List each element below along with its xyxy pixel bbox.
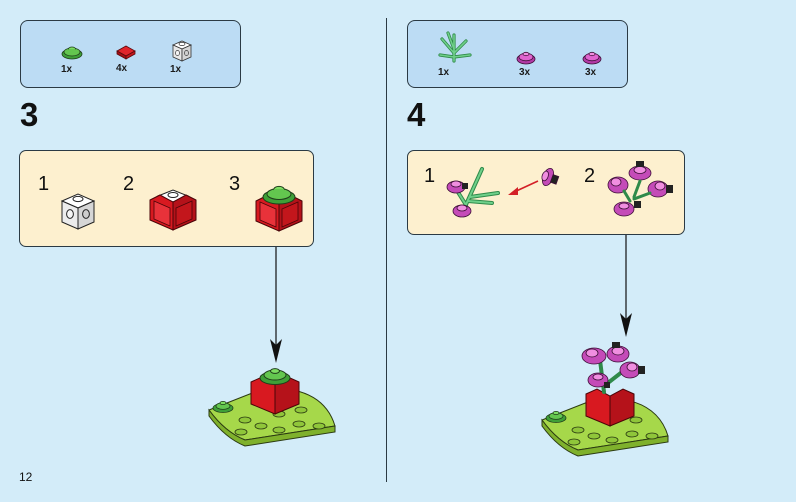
magenta-flower-icon bbox=[582, 51, 602, 65]
flower-stem-assembly-icon bbox=[446, 167, 560, 218]
part-qty: 3x bbox=[519, 67, 531, 78]
page-number: 12 bbox=[19, 470, 33, 484]
red-tile-icon bbox=[116, 45, 136, 60]
magenta-flower-icon bbox=[516, 51, 536, 65]
red-brick-icon bbox=[149, 189, 197, 231]
part-qty: 4x bbox=[116, 63, 128, 74]
step-number: 3 bbox=[20, 96, 39, 133]
step-4-substep-box: 1 2 bbox=[407, 150, 685, 235]
red-brick-with-flower-icon bbox=[255, 185, 303, 232]
step-3-parts-box: 1x 4x 1x bbox=[20, 20, 241, 88]
step-3-substep-box: 1 2 3 bbox=[19, 150, 314, 247]
white-brick-icon bbox=[60, 193, 96, 230]
part-qty: 1x bbox=[61, 64, 73, 75]
substep-number: 3 bbox=[229, 173, 241, 195]
substep-number: 1 bbox=[38, 173, 50, 195]
step-4-model-icon bbox=[541, 342, 669, 457]
down-arrow-icon bbox=[620, 235, 632, 337]
white-brick-icon bbox=[172, 40, 192, 62]
substep-number: 1 bbox=[424, 165, 436, 187]
green-plant-stem-icon bbox=[438, 31, 472, 63]
down-arrow-icon bbox=[270, 247, 282, 363]
part-qty: 1x bbox=[438, 67, 450, 78]
step-number: 4 bbox=[407, 96, 426, 133]
flower-cluster-icon bbox=[607, 161, 673, 217]
green-flower-plate-icon bbox=[61, 46, 83, 60]
step-3-model-icon bbox=[208, 368, 336, 447]
part-qty: 3x bbox=[585, 67, 597, 78]
column-divider bbox=[386, 18, 387, 482]
substep-number: 2 bbox=[584, 165, 596, 187]
step-4-parts-box: 1x 3x 3x bbox=[407, 20, 628, 88]
part-qty: 1x bbox=[170, 64, 182, 75]
substep-number: 2 bbox=[123, 173, 135, 195]
